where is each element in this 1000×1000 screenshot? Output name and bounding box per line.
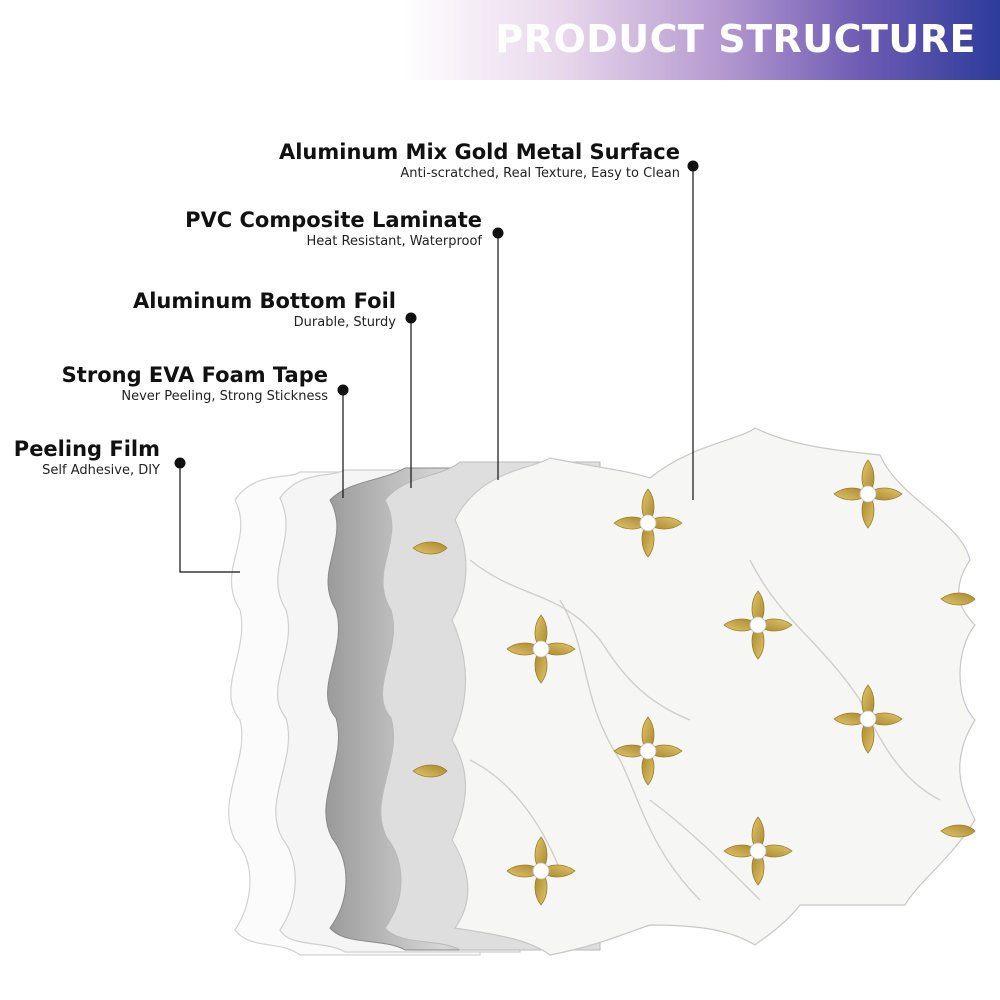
- layer-name: PVC Composite Laminate: [185, 208, 482, 232]
- layer-name: Peeling Film: [13, 437, 160, 461]
- layer-name: Strong EVA Foam Tape: [61, 363, 328, 387]
- leader-lines: [179, 166, 694, 573]
- leader-line-film: [179, 463, 240, 573]
- layer-name: Aluminum Mix Gold Metal Surface: [278, 140, 680, 164]
- marble-surface-layer: [451, 427, 976, 956]
- layer-desc: Never Peeling, Strong Stickness: [121, 389, 328, 404]
- layer-desc: Heat Resistant, Waterproof: [306, 234, 482, 249]
- label-eva: Strong EVA Foam Tape Never Peeling, Stro…: [62, 362, 328, 406]
- label-foil: Aluminum Bottom Foil Durable, Sturdy: [133, 288, 396, 332]
- header-banner: PRODUCT STRUCTURE: [0, 0, 1000, 80]
- marble-veins: [469, 559, 941, 901]
- label-pvc: PVC Composite Laminate Heat Resistant, W…: [185, 207, 482, 251]
- layer-desc: Self Adhesive, DIY: [42, 463, 160, 478]
- banner-title: PRODUCT STRUCTURE: [495, 17, 976, 61]
- layer-desc: Durable, Sturdy: [293, 315, 396, 330]
- label-film: Peeling Film Self Adhesive, DIY: [14, 436, 160, 480]
- label-surface: Aluminum Mix Gold Metal Surface Anti-scr…: [279, 139, 680, 183]
- layer-desc: Anti-scratched, Real Texture, Easy to Cl…: [400, 166, 680, 181]
- layer-name: Aluminum Bottom Foil: [132, 289, 396, 313]
- leader-dots: [174, 160, 699, 469]
